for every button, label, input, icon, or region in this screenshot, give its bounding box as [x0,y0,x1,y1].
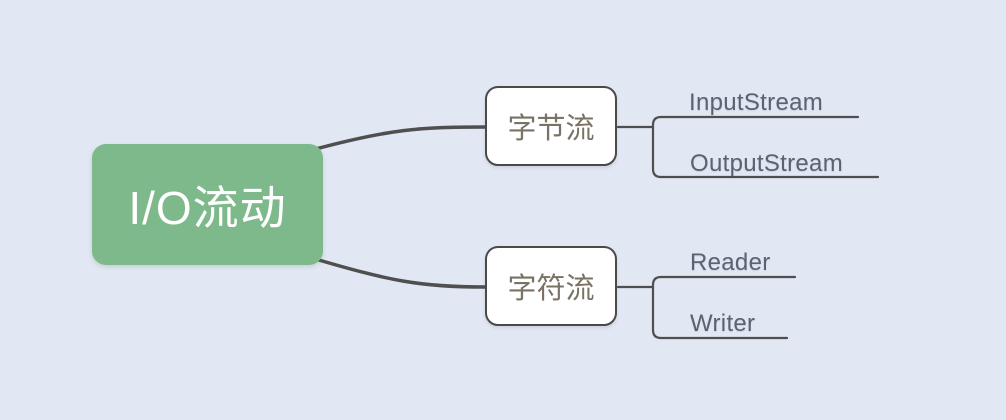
leaf-node-outputstream[interactable]: OutputStream [690,150,844,177]
root-node[interactable]: I/O流动 [92,144,323,265]
branch-node-char-stream-label: 字符流 [507,273,595,305]
root-node-label: I/O流动 [128,181,287,234]
connector-root-to-byte-stream [310,125,488,152]
branch-node-byte-stream[interactable]: 字节流 [485,86,617,166]
leaf-node-inputstream[interactable]: InputStream [689,89,824,116]
leaf-node-reader[interactable]: Reader [690,249,771,276]
leaf-node-writer[interactable]: Writer [690,310,756,337]
connector-root-to-char-stream [310,256,488,289]
branch-node-char-stream[interactable]: 字符流 [485,246,617,326]
branch-node-byte-stream-label: 字节流 [507,113,595,145]
